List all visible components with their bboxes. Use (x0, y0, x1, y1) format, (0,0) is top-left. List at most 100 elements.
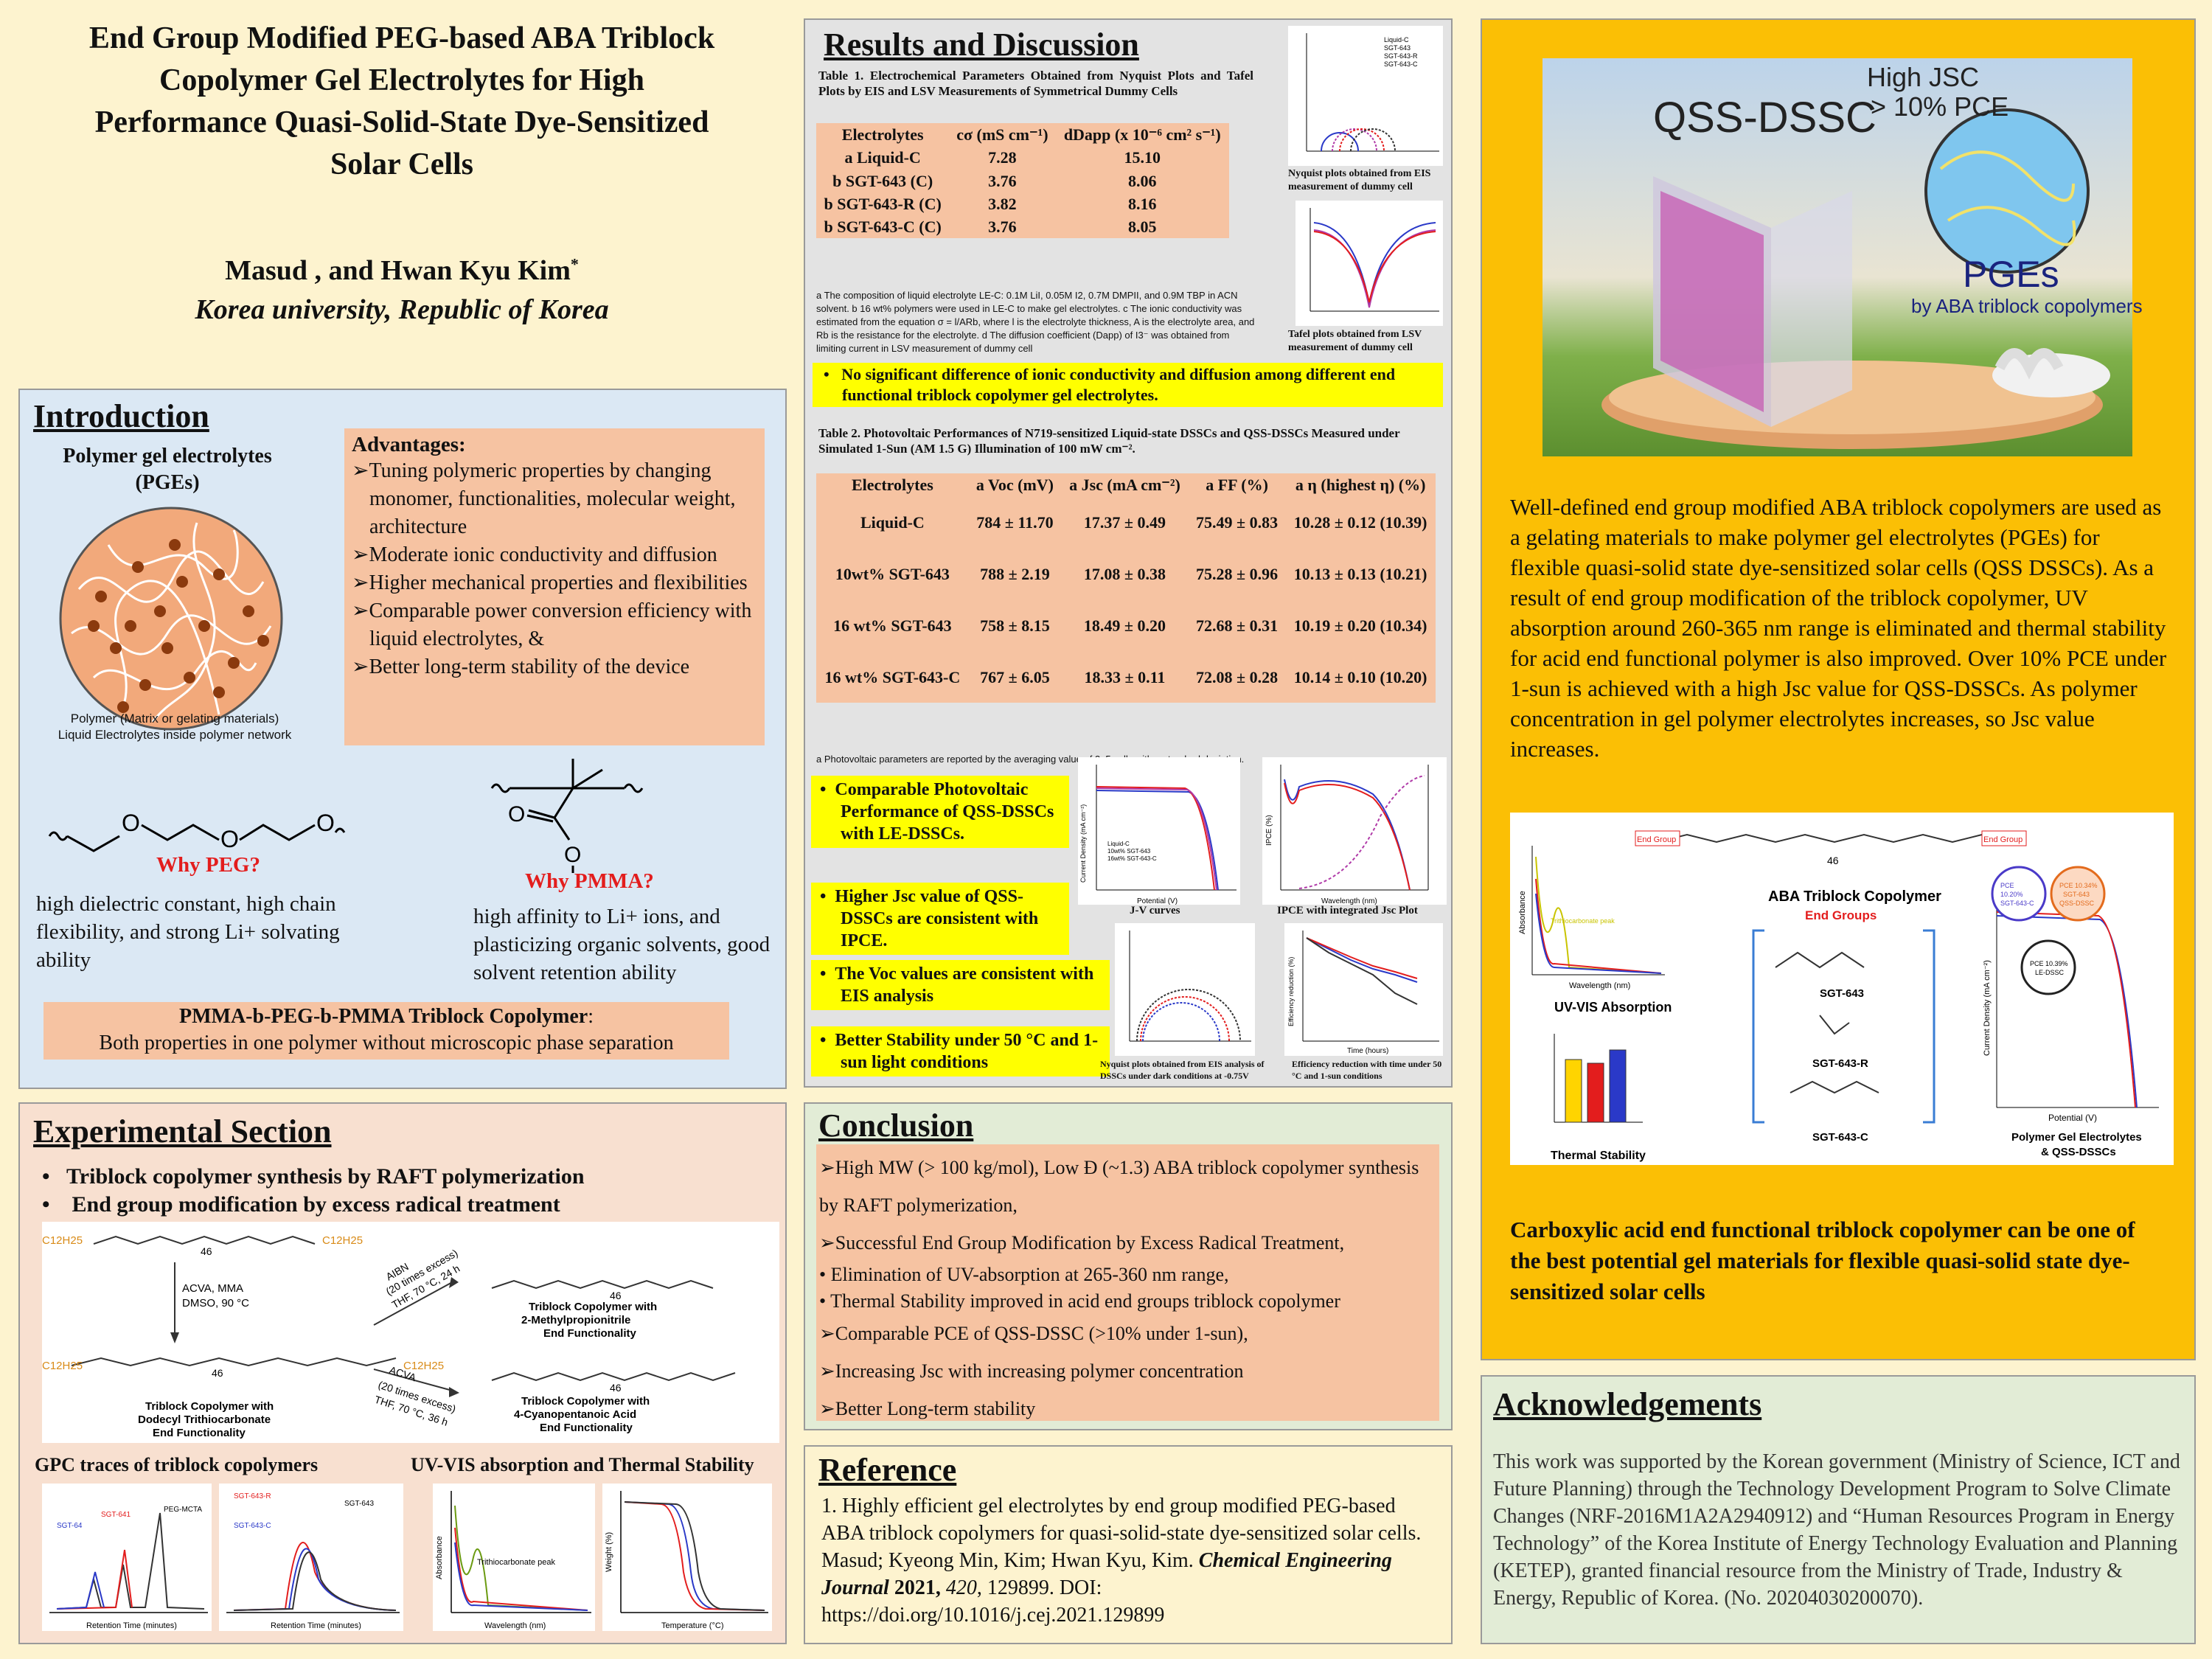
experimental-bullet: • Triblock copolymer synthesis by RAFT p… (42, 1164, 585, 1189)
summary-text: Well-defined end group modified ABA trib… (1510, 494, 2167, 762)
advantage-item: ➢Tuning polymeric properties by changing… (352, 459, 736, 538)
svg-text:SGT-64: SGT-64 (57, 1522, 83, 1530)
svg-text:O: O (316, 810, 335, 836)
peg-text: high dielectric constant, high chain fle… (36, 892, 340, 972)
svg-text:SGT-643-C: SGT-643-C (234, 1522, 271, 1530)
svg-text:End Group: End Group (1983, 835, 2023, 844)
experimental-bullet: • End group modification by excess radic… (42, 1192, 560, 1217)
svg-text:SGT-643-C: SGT-643-C (2000, 900, 2034, 907)
svg-text:QSS-DSSC: QSS-DSSC (2059, 900, 2095, 907)
svg-text:End Group: End Group (1637, 835, 1676, 844)
acknowledgements-panel: Acknowledgements This work was supported… (1481, 1375, 2196, 1644)
tga-chart: Temperature (°C) Weight (%) (602, 1484, 772, 1631)
svg-text:> 10% PCE: > 10% PCE (1871, 91, 2008, 122)
svg-text:SGT-643: SGT-643 (2063, 891, 2090, 898)
svg-text:SGT-643: SGT-643 (1384, 44, 1411, 52)
pge-illustration (59, 507, 283, 731)
svg-text:Time (hours): Time (hours) (1347, 1047, 1388, 1055)
table1-header-row: Electrolytes cσ (mS cm⁻¹) dDapp (x 10⁻⁶ … (841, 125, 1221, 144)
graphic-drawing: QSS-DSSC High JSC > 10% PCE PGEs by ABA … (1601, 62, 2143, 449)
svg-text:SGT-643-R: SGT-643-R (1384, 52, 1418, 60)
svg-text:Wavelength (nm): Wavelength (nm) (1569, 981, 1630, 990)
svg-text:O: O (564, 843, 581, 867)
svg-text:Retention Time (minutes): Retention Time (minutes) (86, 1621, 177, 1630)
svg-text:Wavelength (nm): Wavelength (nm) (484, 1621, 546, 1630)
svg-text:46: 46 (610, 1290, 622, 1301)
svg-text:UV-VIS Absorption: UV-VIS Absorption (1554, 1000, 1672, 1015)
svg-text:C12H25: C12H25 (322, 1234, 363, 1247)
svg-text:10wt% SGT-643: 10wt% SGT-643 (1107, 848, 1151, 855)
svg-text:SGT-643: SGT-643 (344, 1500, 374, 1508)
svg-text:SGT-643-C: SGT-643-C (1812, 1131, 1868, 1144)
svg-text:Temperature (°C): Temperature (°C) (661, 1621, 723, 1630)
svg-text:by ABA triblock copolymers: by ABA triblock copolymers (1911, 295, 2143, 317)
svg-text:Potential (V): Potential (V) (2048, 1113, 2097, 1123)
svg-text:PCE 10.39%: PCE 10.39% (2030, 960, 2068, 967)
svg-text:Dodecyl Trithiocarbonate: Dodecyl Trithiocarbonate (138, 1413, 271, 1426)
callout-jsc: • Higher Jsc value of QSS-DSSCs are cons… (811, 883, 1069, 955)
tafel-chart (1295, 201, 1443, 326)
svg-text:End Functionality: End Functionality (543, 1327, 636, 1340)
introduction-panel: Introduction Polymer gel electrolytes (P… (18, 389, 787, 1089)
experimental-panel: Experimental Section • Triblock copolyme… (18, 1102, 787, 1644)
conclusion-item: ➢Better Long-term stability (819, 1398, 1036, 1419)
conclusion-heading: Conclusion (818, 1107, 974, 1144)
graphical-abstract: QSS-DSSC High JSC > 10% PCE PGEs by ABA … (1543, 58, 2143, 456)
svg-text:46: 46 (610, 1382, 622, 1394)
svg-text:SGT-643-R: SGT-643-R (1812, 1057, 1868, 1070)
pge-title: Polymer gel electrolytes (PGEs) (63, 445, 272, 494)
svg-text:2-Methylpropionitrile: 2-Methylpropionitrile (521, 1314, 630, 1326)
svg-text:Thermal Stability: Thermal Stability (1551, 1150, 1646, 1162)
reference-text: 1. Highly efficient gel electrolytes by … (821, 1495, 1422, 1627)
summary-conclusion: Carboxylic acid end functional triblock … (1510, 1217, 2135, 1304)
svg-text:O: O (122, 810, 140, 836)
affiliation: Korea university, Republic of Korea (195, 294, 609, 325)
scheme-drawing: C12H25 C12H25 C12H25 C12H25 46 46 46 46 … (42, 1234, 736, 1439)
svg-text:4-Cyanopentanoic Acid: 4-Cyanopentanoic Acid (514, 1408, 636, 1421)
experimental-heading: Experimental Section (33, 1113, 332, 1150)
synthesis-scheme: C12H25 C12H25 C12H25 C12H25 46 46 46 46 … (42, 1222, 779, 1443)
svg-text:& QSS-DSSCs: & QSS-DSSCs (2041, 1146, 2116, 1158)
conclusion-panel: Conclusion ➢High MW (> 100 kg/mol), Low … (804, 1102, 1453, 1430)
nyquist-dummy-chart: Liquid-C SGT-643 SGT-643-R SGT-643-C (1288, 26, 1443, 166)
table1: Electrolytes cσ (mS cm⁻¹) dDapp (x 10⁻⁶ … (816, 123, 1229, 239)
svg-text:C12H25: C12H25 (42, 1234, 83, 1247)
svg-text:16wt% SGT-643-C: 16wt% SGT-643-C (1107, 855, 1157, 862)
svg-text:SGT-643-C: SGT-643-C (1384, 60, 1418, 68)
gpc-chart-2: SGT-643-R SGT-643-C SGT-643 Retention Ti… (219, 1484, 403, 1631)
svg-text:SGT-643-R: SGT-643-R (234, 1492, 271, 1500)
svg-text:10.20%: 10.20% (2000, 891, 2023, 898)
svg-text:Retention Time (minutes): Retention Time (minutes) (271, 1621, 361, 1630)
svg-text:Absorbance: Absorbance (435, 1536, 444, 1579)
svg-text:QSS-DSSC: QSS-DSSC (1653, 94, 1877, 142)
advantage-item: ➢Higher mechanical properties and flexib… (352, 571, 748, 594)
jv-chart: Liquid-C 10wt% SGT-643 16wt% SGT-643-C P… (1078, 757, 1240, 905)
svg-text:End Groups: End Groups (1805, 908, 1877, 922)
svg-text:End Functionality: End Functionality (153, 1427, 246, 1439)
uv-thermal-title: UV-VIS absorption and Thermal Stability (411, 1454, 754, 1475)
svg-text:Trithiocarbonate peak: Trithiocarbonate peak (1551, 917, 1615, 925)
svg-text:46: 46 (201, 1245, 212, 1257)
advantage-item: ➢Comparable power conversion efficiency … (352, 599, 752, 650)
nyquist-dummy-caption: Nyquist plots obtained from EIS measurem… (1288, 168, 1431, 192)
svg-text:O: O (220, 826, 239, 852)
svg-text:Current Density (mA cm⁻²): Current Density (mA cm⁻²) (1983, 960, 1992, 1056)
svg-text:IPCE (%): IPCE (%) (1265, 815, 1273, 846)
callout-pv: • Comparable Photovoltaic Performance of… (811, 776, 1069, 848)
introduction-heading: Introduction (33, 398, 209, 434)
nyquist-dssc-chart (1115, 923, 1255, 1056)
svg-text:O: O (508, 802, 525, 827)
toc-figure: End Group End Group 46 ABA Triblock Copo… (1510, 813, 2174, 1165)
title-line: Solar Cells (330, 147, 474, 181)
svg-text:Absorbance: Absorbance (1518, 891, 1527, 934)
svg-text:PEG-MCTA: PEG-MCTA (164, 1506, 202, 1514)
svg-text:Efficiency reduction (%): Efficiency reduction (%) (1287, 957, 1295, 1026)
svg-text:DMSO, 90 °C: DMSO, 90 °C (182, 1297, 249, 1310)
svg-text:SGT-641: SGT-641 (101, 1511, 131, 1519)
table2-caption: Table 2. Photovoltaic Performances of N7… (818, 426, 1400, 456)
advantage-item: ➢Moderate ionic conductivity and diffusi… (352, 543, 717, 566)
